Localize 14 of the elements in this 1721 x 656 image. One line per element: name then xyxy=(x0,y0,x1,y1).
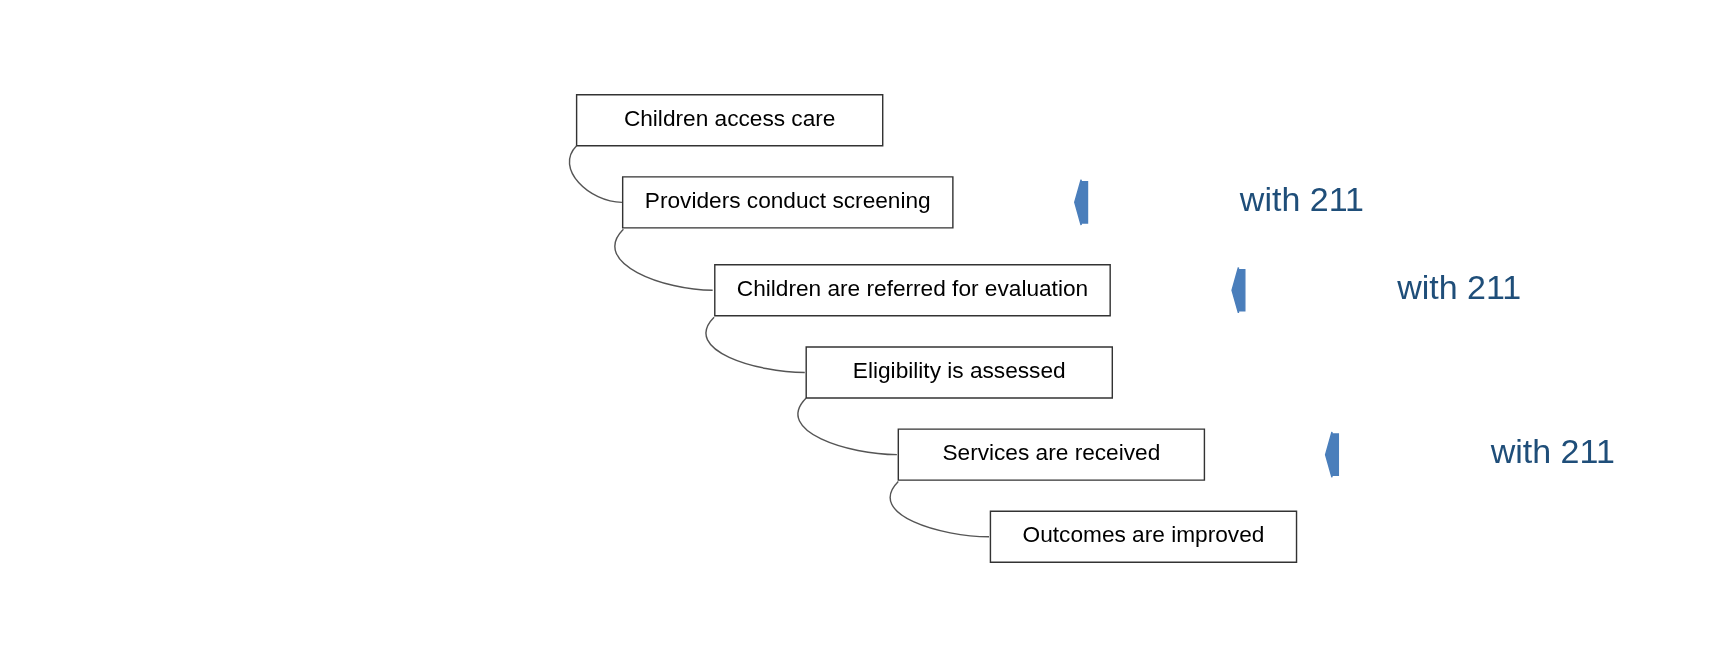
connector xyxy=(705,315,806,373)
node-box: Children access care xyxy=(575,93,884,146)
node-box: Eligibility is assessed xyxy=(805,345,1113,399)
connector xyxy=(614,228,714,291)
label: with 211 xyxy=(1397,267,1522,306)
label: with 211 xyxy=(1490,431,1615,470)
node-box: Services are received xyxy=(897,427,1206,481)
label: with 211 xyxy=(1239,179,1364,218)
node-box: Children are referred for evaluation xyxy=(714,263,1111,316)
connector xyxy=(889,480,990,538)
connector xyxy=(797,396,898,455)
node-box: Outcomes are improved xyxy=(989,510,1298,563)
node-box: Providers conduct screening xyxy=(621,175,954,229)
connector xyxy=(568,144,623,203)
